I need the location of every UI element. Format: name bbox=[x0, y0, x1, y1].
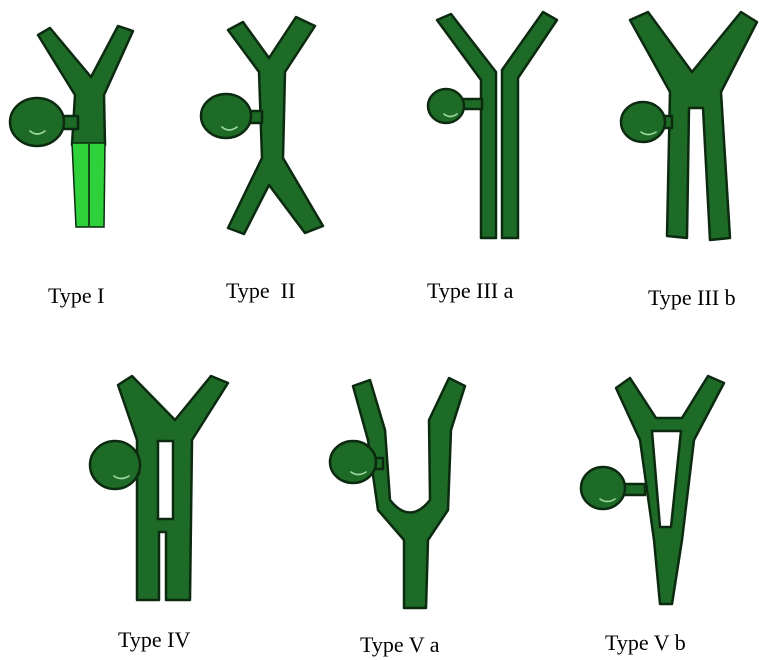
type-3a-right-duct bbox=[502, 12, 557, 238]
type-4-lumen-window bbox=[158, 441, 173, 519]
type-5a-label: Type V a bbox=[360, 632, 440, 658]
type-5a-gallbladder bbox=[330, 441, 376, 483]
type-3a-illustration bbox=[428, 12, 557, 238]
type-3a-gallbladder bbox=[428, 89, 464, 123]
type-2-illustration bbox=[201, 17, 323, 234]
type-3a-left-duct bbox=[437, 14, 496, 238]
type-5b-gallbladder bbox=[581, 467, 625, 509]
type-2-gallbladder bbox=[201, 94, 251, 138]
type-2-label: Type II bbox=[226, 278, 295, 304]
type-5a-duct bbox=[353, 378, 465, 608]
type-3a-label: Type III a bbox=[427, 278, 513, 304]
type-1-illustration bbox=[10, 26, 133, 227]
type-3b-gallbladder bbox=[621, 102, 665, 142]
type-4-gallbladder bbox=[90, 441, 140, 489]
type-3b-label: Type III b bbox=[648, 285, 736, 311]
type-5b-illustration bbox=[581, 376, 724, 604]
type-3b-illustration bbox=[621, 12, 757, 240]
type-1-label: Type I bbox=[48, 283, 105, 309]
type-5b-label: Type V b bbox=[605, 630, 686, 656]
type-4-label: Type IV bbox=[118, 627, 190, 653]
type-5a-illustration bbox=[330, 378, 465, 608]
type-4-illustration bbox=[90, 376, 228, 600]
type-1-gallbladder bbox=[10, 98, 64, 146]
